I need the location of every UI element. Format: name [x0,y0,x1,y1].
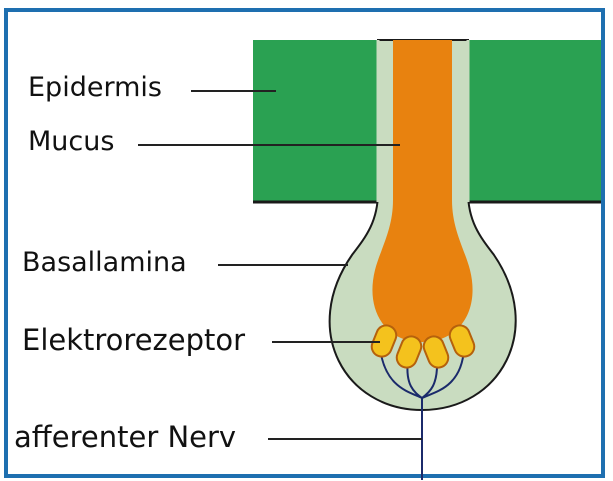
leader-elektrorezeptor [272,341,380,343]
leader-epidermis [191,90,276,92]
label-basallamina: Basallamina [22,247,187,278]
label-elektrorezeptor: Elektrorezeptor [22,323,245,357]
label-mucus: Mucus [28,126,114,157]
leader-basallamina [218,264,348,266]
leader-mucus [138,144,400,146]
label-afferenter-nerv: afferenter Nerv [14,420,236,454]
label-epidermis: Epidermis [28,72,162,103]
leader-afferenter-nerv [268,438,422,440]
